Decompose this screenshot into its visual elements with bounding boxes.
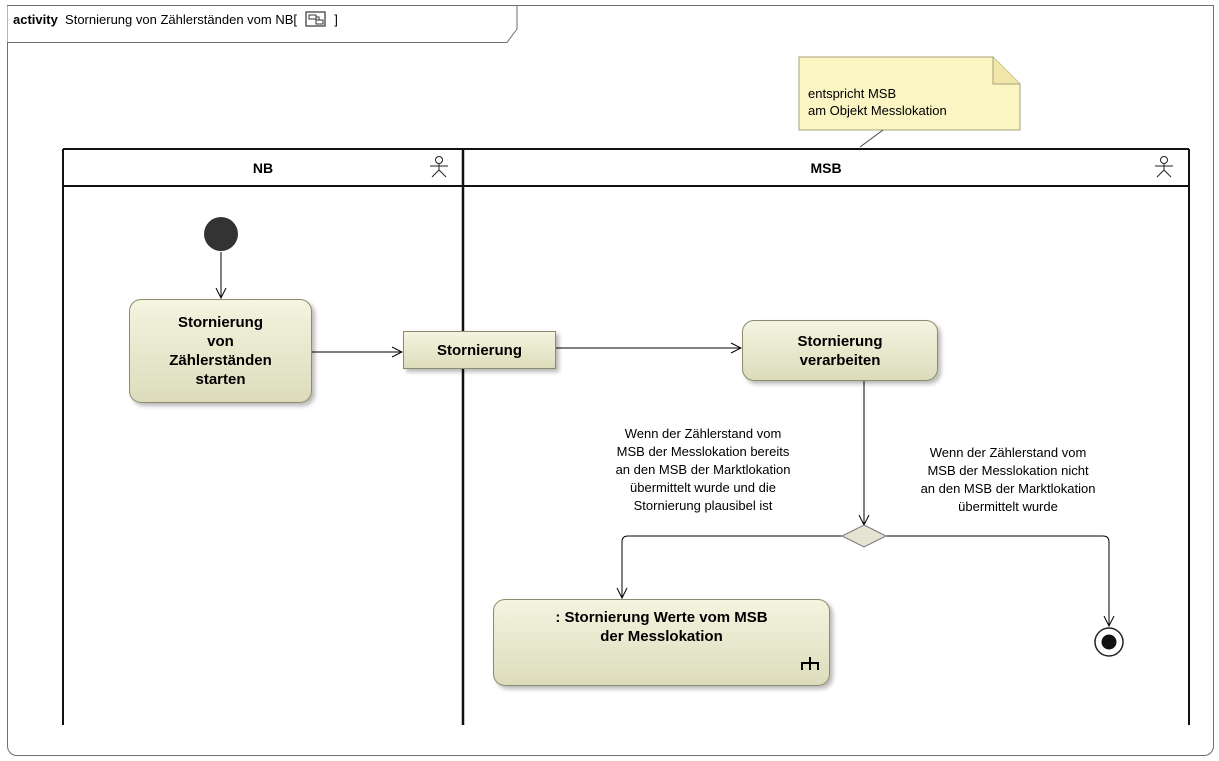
- guard-nicht-uebermittelt: Wenn der Zählerstand vom MSB der Messlok…: [920, 445, 1096, 514]
- action-stornierung-starten[interactable]: Stornierung von Zählerständen starten: [129, 299, 312, 403]
- action-stornierung-verarbeiten[interactable]: Stornierung verarbeiten: [742, 320, 938, 381]
- frame-bracket-open: [: [293, 12, 298, 27]
- actor-icon: [1155, 156, 1173, 178]
- note-text: entspricht MSB am Objekt Messlokation: [808, 85, 947, 119]
- actor-icon: [430, 156, 448, 178]
- flow-decision-to-final: [886, 535, 1109, 626]
- lane-header-nb: NB: [252, 160, 274, 176]
- note-line-2: am Objekt Messlokation: [808, 103, 947, 118]
- lane-header-msb: MSB: [810, 160, 842, 176]
- decision-node: [840, 524, 888, 548]
- initial-node: [204, 217, 238, 251]
- frame-bracket-close: ]: [334, 12, 338, 27]
- frame-name: Stornierung von Zählerständen vom NB: [65, 12, 294, 27]
- flow-decision-to-call: [622, 535, 842, 598]
- frame-title-tab: [7, 5, 518, 43]
- frame-keyword: activity: [13, 12, 58, 27]
- activity-diagram-icon: [305, 11, 326, 27]
- frame-title: activity Stornierung von Zählerständen v…: [13, 11, 338, 27]
- object-node-stornierung[interactable]: Stornierung: [403, 331, 556, 369]
- call-action-stornierung-werte[interactable]: : Stornierung Werte vom MSB der Messloka…: [493, 599, 830, 686]
- guard-plausibel: Wenn der Zählerstand vom MSB der Messlok…: [615, 426, 791, 513]
- rake-icon: [801, 657, 819, 670]
- note-line-1: entspricht MSB: [808, 86, 897, 101]
- note-shape: [798, 56, 1021, 148]
